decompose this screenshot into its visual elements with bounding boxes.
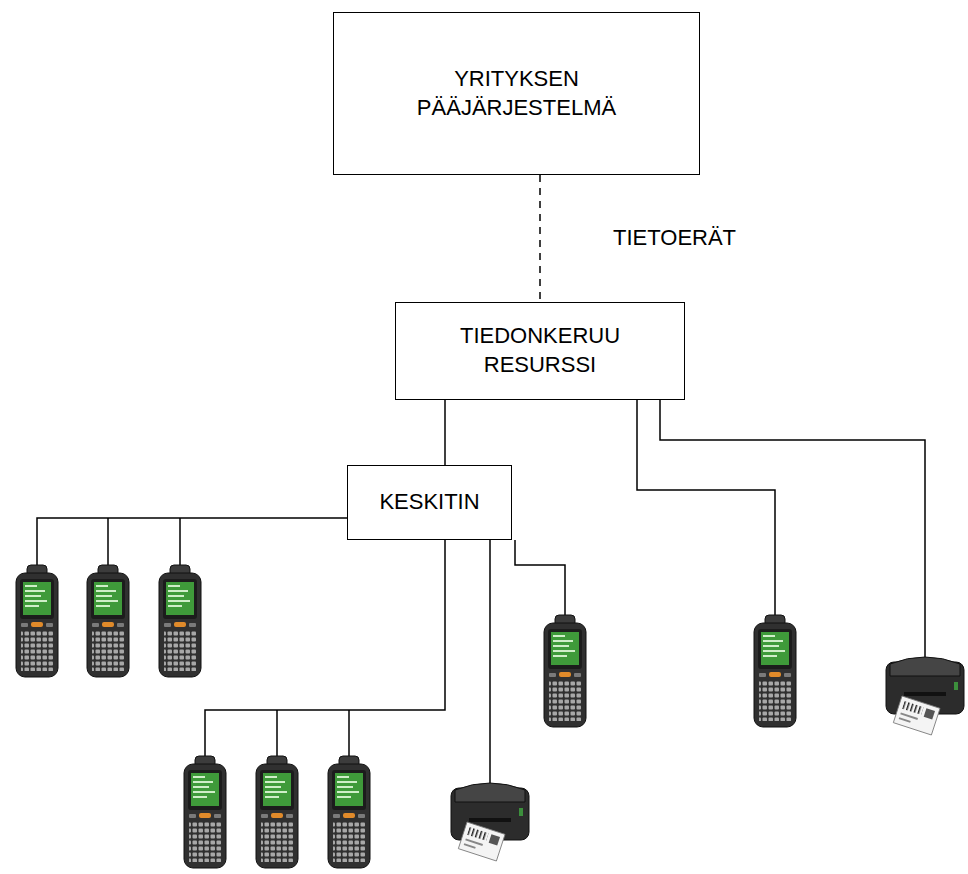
box-label: KESKITIN	[379, 488, 479, 517]
wire	[205, 540, 445, 756]
printers	[451, 657, 964, 861]
wire	[276, 710, 278, 756]
handheld-scanner	[328, 756, 370, 868]
connector	[539, 175, 541, 302]
handheld-scanner	[16, 565, 58, 677]
handheld-scanner	[256, 756, 298, 868]
wire	[637, 400, 775, 615]
box-label: YRITYKSEN PÄÄJÄRJESTELMÄ	[417, 65, 616, 122]
label-printer	[451, 783, 529, 861]
system-box: KESKITIN	[347, 465, 512, 540]
wire	[37, 518, 347, 565]
scanners	[16, 565, 796, 868]
system-box: YRITYKSEN PÄÄJÄRJESTELMÄ	[333, 12, 700, 175]
label-printer	[886, 657, 964, 735]
wire	[660, 400, 925, 662]
box-label: TIEDONKERUU RESURSSI	[460, 322, 620, 379]
wire	[489, 540, 491, 788]
wire	[107, 518, 109, 565]
wire	[179, 518, 181, 565]
handheld-scanner	[184, 756, 226, 868]
handheld-scanner	[754, 615, 796, 727]
system-box: TIEDONKERUU RESURSSI	[395, 302, 685, 400]
connector	[444, 400, 446, 465]
wire	[348, 710, 350, 756]
handheld-scanner	[87, 565, 129, 677]
edge-label: TIETOERÄT	[610, 225, 739, 251]
handheld-scanner	[544, 615, 586, 727]
wires	[37, 400, 925, 788]
handheld-scanner	[159, 565, 201, 677]
wire	[515, 540, 565, 615]
